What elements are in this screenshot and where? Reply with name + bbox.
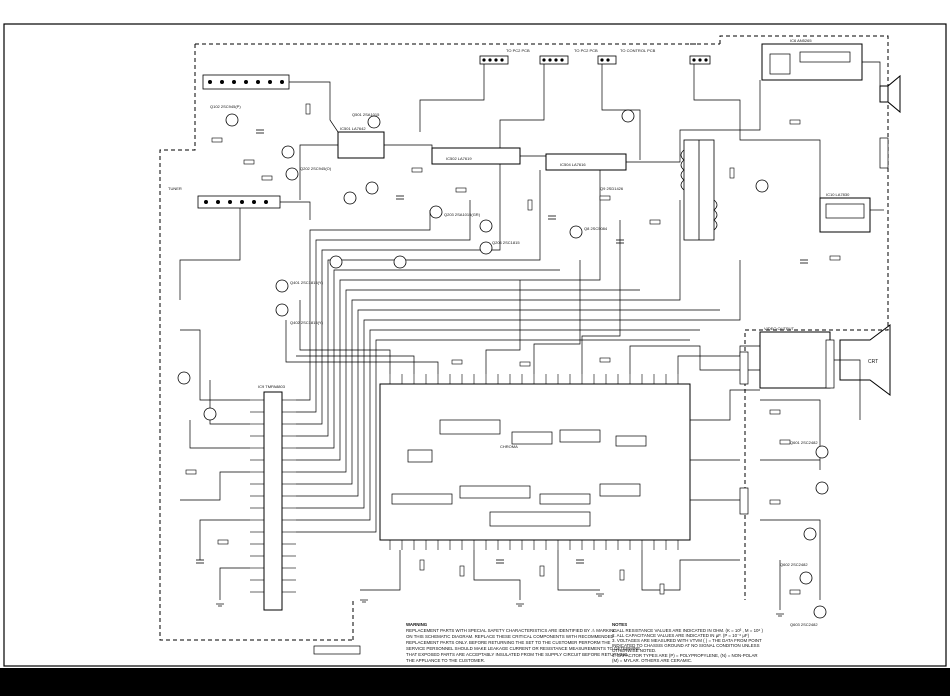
crt-symbol <box>839 74 901 396</box>
ic504-label: IC504 LA7616 <box>560 162 586 167</box>
connector-pins <box>204 58 708 204</box>
video-output-block <box>759 331 831 389</box>
ic504-body <box>545 153 627 171</box>
q204-label: Q204 2SC1815 <box>492 240 520 245</box>
q602-label: Q602 2SC2482 <box>780 562 808 567</box>
chroma-label: CHROMA <box>500 444 518 449</box>
notes-line-3: 3. VOLTAGES ARE MEASURED WITH VTVM ( ) =… <box>612 638 762 643</box>
label-tuner: TUNER <box>168 186 182 191</box>
passive-components <box>185 103 841 595</box>
warning-line-4: SERVICE PERSONNEL SHOULD MAKE LEAKAGE CU… <box>406 646 640 651</box>
ic9-pins <box>250 399 296 593</box>
notes-title: NOTES <box>612 622 627 627</box>
q601-label: Q601 2SC2482 <box>790 440 818 445</box>
ic10-label: IC10 LA7830 <box>826 192 850 197</box>
q202-label: Q202 2SC945(O) <box>300 166 332 171</box>
ic501-body <box>337 131 385 159</box>
label-to-control-pcb: TO CONTROL PCB <box>620 48 656 53</box>
warning-line-6: THE APPLIANCE TO THE CUSTOMER. <box>406 658 485 663</box>
q203-label: Q203 2SA1015(GR) <box>444 212 481 217</box>
notes-line-5: OTHERWISE NOTED. <box>612 648 656 653</box>
q603-label: Q603 2SC2482 <box>790 622 818 627</box>
ic501-label: IC501 LA7642 <box>340 126 366 131</box>
capacitors <box>196 129 808 564</box>
q102-label: Q102 2SC945(P) <box>210 104 241 109</box>
signal-wiring <box>179 61 884 610</box>
label-to-pc-pcb-2: TO PC2 PCB <box>574 48 598 53</box>
ic9-body <box>263 391 283 611</box>
warning-line-2: ON THIS SCHEMATIC DIAGRAM. REPLACE THESE… <box>406 634 614 639</box>
notes-line-2: 2. ALL CAPACITANCE VALUES ARE INDICATED … <box>612 633 750 638</box>
q402-label: Q402 2SC1815(Y) <box>290 320 324 325</box>
ic6-label: IC6 AN5265 <box>790 38 812 43</box>
schematic-diagram: TO PC2 PCB TO PC2 PCB TO CONTROL PCB TUN… <box>3 23 947 667</box>
q501-label: Q501 2SA1015 <box>352 112 380 117</box>
notes-line-1: 1. ALL RESISTANCE VALUES ARE INDICATED I… <box>612 628 764 633</box>
q8-label: Q8 2SC5084 <box>584 226 608 231</box>
warning-line-1: REPLACEMENT PARTS WITH SPECIAL SAFETY CH… <box>406 628 617 633</box>
warning-block: WARNING REPLACEMENT PARTS WITH SPECIAL S… <box>406 622 640 663</box>
connector-strips <box>197 55 711 209</box>
side-connectors <box>313 137 889 655</box>
crt-label: CRT <box>868 359 878 365</box>
warning-title: WARNING <box>406 622 428 627</box>
flyback-transformer <box>680 139 718 241</box>
label-to-pc-pcb-1: TO PC2 PCB <box>506 48 530 53</box>
ic9-label: IC9 TMPA8803 <box>258 384 286 389</box>
chroma-pins <box>389 374 679 550</box>
footer-bar <box>0 668 950 696</box>
transistor-symbols <box>177 109 829 619</box>
notes-block: NOTES 1. ALL RESISTANCE VALUES ARE INDIC… <box>612 622 764 663</box>
ground-symbols <box>216 593 784 617</box>
warning-line-3: REPLACEMENT PARTS ONLY. BEFORE RETURNING… <box>406 640 611 645</box>
ic-internal-blocks <box>391 51 865 527</box>
notes-line-7: (M) = MYLAR. OTHERS ARE CERAMIC. <box>612 658 692 663</box>
q401-label: Q401 2SC1815(Y) <box>290 280 324 285</box>
warning-line-5: THAT EXPOSED PARTS ARE ACCEPTABLY INSULA… <box>406 652 628 657</box>
video-output-label: VIDEO OUTPUT <box>764 326 795 331</box>
q9-label: Q9 2SD1426 <box>600 186 624 191</box>
notes-line-4: INDICATED TO CHASSIS GROUND AT NO SIGNAL… <box>612 643 760 648</box>
ic502-label: IC502 LA7619 <box>446 156 472 161</box>
schematic-sheet: TO PC2 PCB TO PC2 PCB TO CONTROL PCB TUN… <box>0 0 950 668</box>
notes-line-6: 4. CAPACITOR TYPES ARE (P) = POLYPROPYLE… <box>612 653 758 658</box>
